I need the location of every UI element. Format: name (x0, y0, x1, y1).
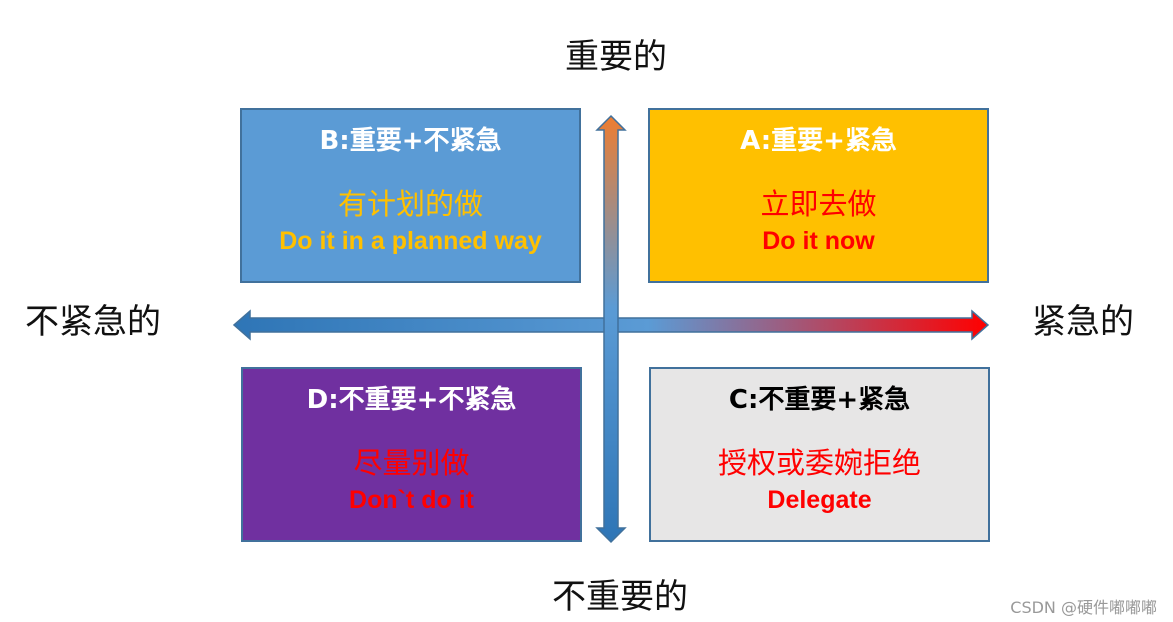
quadrant-b-important-not-urgent: B:重要+不紧急 有计划的做 Do it in a planned way (240, 108, 581, 283)
axis-label-not-urgent: 不紧急的 (25, 302, 161, 342)
quadrant-a-action-cn: 立即去做 (760, 187, 877, 221)
quadrant-c-title: C:不重要+紧急 (728, 385, 911, 415)
quadrant-d-action-cn: 尽量别做 (353, 446, 470, 480)
quadrant-a-title: A:重要+紧急 (740, 126, 897, 156)
quadrant-c-action-en: Delegate (767, 486, 872, 514)
vertical-importance-arrow (595, 114, 627, 544)
quadrant-d-title: D:不重要+不紧急 (306, 385, 517, 415)
quadrant-c-not-important-urgent: C:不重要+紧急 授权或委婉拒绝 Delegate (649, 367, 990, 542)
axis-label-urgent: 紧急的 (1032, 302, 1134, 342)
axis-label-important: 重要的 (565, 37, 667, 77)
quadrant-b-title: B:重要+不紧急 (319, 126, 502, 156)
axis-label-not-important: 不重要的 (552, 577, 688, 617)
quadrant-d-not-important-not-urgent: D:不重要+不紧急 尽量别做 Don`t do it (241, 367, 582, 542)
quadrant-b-action-en: Do it in a planned way (279, 227, 542, 255)
watermark: CSDN @硬件嘟嘟嘟 (1010, 598, 1157, 617)
quadrant-d-action-en: Don`t do it (349, 486, 474, 514)
quadrant-a-action-en: Do it now (762, 227, 875, 255)
quadrant-a-important-urgent: A:重要+紧急 立即去做 Do it now (648, 108, 989, 283)
quadrant-c-action-cn: 授权或委婉拒绝 (717, 446, 921, 480)
quadrant-b-action-cn: 有计划的做 (337, 187, 483, 221)
